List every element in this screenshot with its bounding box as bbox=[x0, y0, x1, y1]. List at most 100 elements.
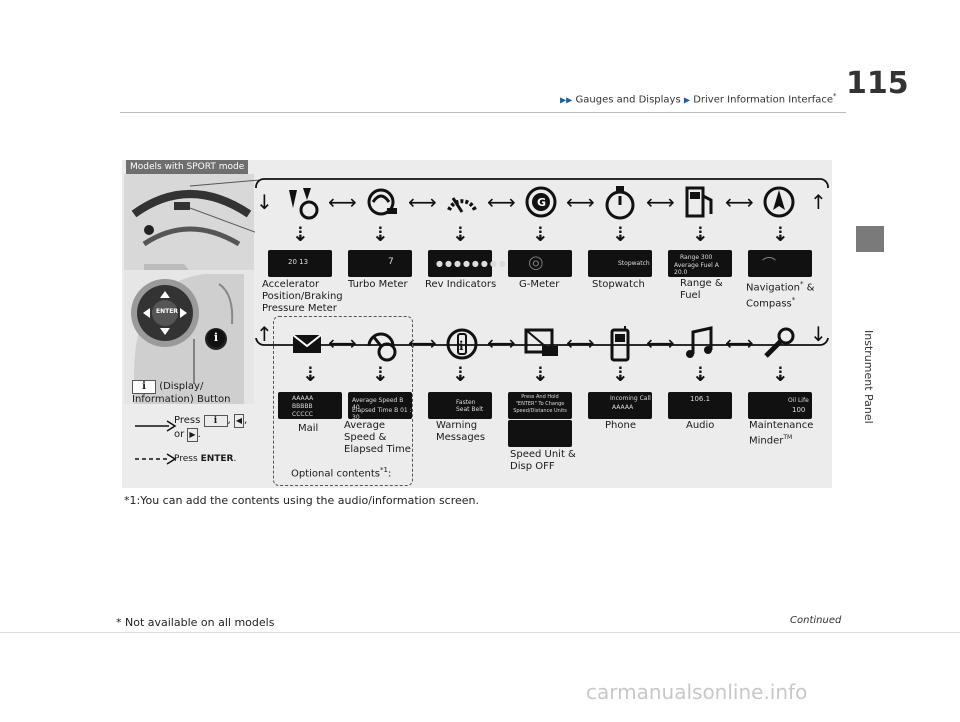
compass-icon bbox=[760, 182, 798, 222]
display-button-legend: i (Display/ Information) Button bbox=[132, 380, 231, 405]
header-rule bbox=[120, 112, 846, 113]
section-label: Instrument Panel bbox=[862, 330, 875, 424]
phone-icon bbox=[601, 324, 639, 364]
optional-contents-label: Optional contents*1: bbox=[291, 466, 392, 480]
screen-turbo: 7 bbox=[348, 250, 412, 277]
item-label: Phone bbox=[605, 420, 636, 431]
down-arrow-icon: ⇣ bbox=[452, 222, 469, 246]
footer-rule bbox=[0, 632, 960, 633]
cycle-arrow-icon: ⟷ bbox=[487, 331, 516, 355]
screen-mail: AAAAA BBBBB CCCCC bbox=[278, 392, 342, 419]
display-info-icon: i bbox=[207, 329, 225, 347]
screen-press-hold: Press And Hold "ENTER" To Change Speed/D… bbox=[508, 392, 572, 419]
cycle-arrow-icon: ⟷ bbox=[646, 331, 675, 355]
wrench-icon bbox=[760, 324, 798, 364]
item-label: Stopwatch bbox=[592, 279, 645, 290]
models-tag: Models with SPORT mode bbox=[126, 160, 249, 174]
left-arrow-icon: ◀ bbox=[233, 414, 245, 428]
screen-oil: Oil Life 100 bbox=[748, 392, 812, 419]
breadcrumb-arrow-icon: ▶ bbox=[683, 95, 691, 105]
right-arrow-icon: ▶ bbox=[187, 428, 198, 442]
item-label: Mail bbox=[298, 423, 319, 434]
screen-stopwatch: Stopwatch bbox=[588, 250, 652, 277]
svg-text:G: G bbox=[537, 196, 546, 209]
g-meter-icon: G bbox=[522, 182, 560, 222]
watermark: carmanualsonline.info bbox=[586, 680, 808, 704]
item-label: Rev Indicators bbox=[425, 279, 497, 290]
optional-contents-box bbox=[273, 316, 413, 486]
screen-gmeter: ◎ bbox=[508, 250, 572, 277]
speed-unit-icon bbox=[522, 324, 560, 364]
footnote: *1:You can add the contents using the au… bbox=[124, 494, 480, 507]
stopwatch-icon bbox=[601, 182, 639, 222]
item-label: G-Meter bbox=[519, 279, 560, 290]
connector-lines bbox=[190, 179, 261, 235]
screen-disp-off bbox=[508, 420, 572, 447]
accelerator-meter-icon bbox=[283, 182, 321, 222]
down-arrow-icon: ⇣ bbox=[612, 222, 629, 246]
down-arrow-icon: ⇣ bbox=[452, 362, 469, 386]
item-label: Maintenance MinderTM bbox=[749, 420, 814, 447]
down-arrow-icon: ⇣ bbox=[532, 362, 549, 386]
section-tab[interactable] bbox=[856, 226, 884, 252]
screen-phone: Incoming Call AAAAA bbox=[588, 392, 652, 419]
display-info-icon: i bbox=[132, 380, 156, 394]
item-label: Speed Unit & Disp OFF bbox=[510, 449, 576, 472]
warning-icon: i bbox=[443, 324, 481, 364]
music-note-icon bbox=[681, 324, 719, 364]
breadcrumb-item[interactable]: Driver Information Interface bbox=[693, 94, 833, 106]
breadcrumb-star: * bbox=[833, 92, 837, 100]
screen-audio: 106.1 bbox=[668, 392, 732, 419]
breadcrumb-item[interactable]: Gauges and Displays bbox=[575, 94, 681, 106]
down-arrow-icon: ⇣ bbox=[532, 222, 549, 246]
down-arrow-icon: ⇣ bbox=[692, 222, 709, 246]
not-available-note: * Not available on all models bbox=[116, 616, 275, 629]
item-label: Warning Messages bbox=[436, 420, 486, 443]
item-label: Range & Fuel bbox=[680, 278, 723, 301]
cycle-arrow-icon: ⟷ bbox=[408, 190, 437, 214]
enter-label: ENTER bbox=[156, 308, 178, 315]
display-info-icon: i bbox=[203, 415, 228, 427]
down-arrow-icon: ⇣ bbox=[302, 362, 319, 386]
screen-compass: ⌒ bbox=[748, 250, 812, 277]
down-arrow-icon: ⇣ bbox=[372, 222, 389, 246]
item-label: Accelerator Position/Braking Pressure Me… bbox=[262, 279, 343, 314]
breadcrumb: ▶▶ Gauges and Displays ▶ Driver Informat… bbox=[560, 92, 837, 105]
cycle-arrow-icon: ↓ bbox=[810, 322, 827, 346]
legend-arrow-dashed bbox=[135, 453, 177, 465]
down-arrow-icon: ⇣ bbox=[292, 222, 309, 246]
down-arrow-icon: ⇣ bbox=[612, 362, 629, 386]
cycle-arrow-icon: ⟷ bbox=[566, 331, 595, 355]
cycle-arrow-icon: ⟷ bbox=[725, 190, 754, 214]
turbo-meter-icon bbox=[363, 182, 401, 222]
screen-avg-speed: Average Speed B 40 Elapsed Time B 01 : 3… bbox=[348, 392, 412, 421]
cycle-arrow-icon: ↓ bbox=[256, 190, 273, 214]
item-label: Average Speed & Elapsed Time bbox=[344, 420, 411, 455]
down-arrow-icon: ⇣ bbox=[772, 362, 789, 386]
cycle-arrow-icon: ⟷ bbox=[328, 190, 357, 214]
continued-label: Continued bbox=[790, 615, 842, 626]
down-arrow-icon: ⇣ bbox=[772, 222, 789, 246]
speed-time-icon bbox=[363, 324, 401, 364]
screen-rev: ●●●●●●●● bbox=[428, 250, 506, 277]
screen-warning: Fasten Seat Belt bbox=[428, 392, 492, 419]
cycle-arrow-icon: ⟷ bbox=[725, 331, 754, 355]
screen-accelerator: 20 13 bbox=[268, 250, 332, 277]
down-arrow-icon: ⇣ bbox=[372, 362, 389, 386]
cycle-arrow-icon: ⟷ bbox=[566, 190, 595, 214]
cycle-arrow-icon: ↑ bbox=[256, 322, 273, 346]
cycle-arrow-icon: ⟷ bbox=[487, 190, 516, 214]
item-label: Audio bbox=[686, 420, 715, 431]
down-arrow-icon: ⇣ bbox=[692, 362, 709, 386]
svg-text:i: i bbox=[459, 339, 464, 353]
cycle-arrow-icon: ↑ bbox=[810, 190, 827, 214]
cycle-arrow-icon: ⟷ bbox=[646, 190, 675, 214]
press-enter-legend: Press ENTER. bbox=[174, 454, 237, 464]
item-label: Turbo Meter bbox=[348, 279, 408, 290]
press-legend: Press i, ◀, or ▶. bbox=[174, 414, 248, 442]
cycle-arrow-icon: ⟷ bbox=[328, 331, 357, 355]
fuel-pump-icon bbox=[681, 182, 719, 222]
mail-icon bbox=[288, 324, 326, 364]
legend-arrow-solid bbox=[135, 420, 177, 432]
